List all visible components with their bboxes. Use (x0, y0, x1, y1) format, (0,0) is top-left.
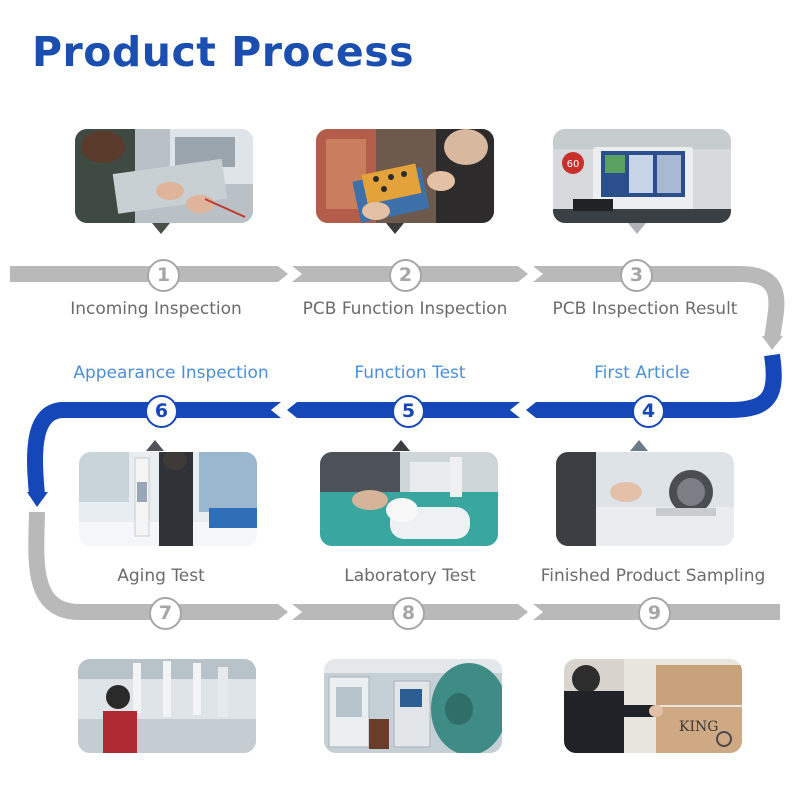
photo-function-test (320, 452, 498, 546)
step-5-number: 5 (392, 395, 425, 428)
photo-appearance-inspection (79, 452, 257, 546)
step-4-number: 4 (632, 395, 665, 428)
photo-finished-product-sampling: KING (564, 659, 742, 753)
page-title: Product Process (32, 28, 415, 76)
step-7-label: Aging Test (117, 566, 205, 586)
right-curve-blue (729, 353, 782, 418)
row3-track (78, 604, 780, 620)
step-9-number: 9 (638, 597, 671, 630)
step-6-label: Appearance Inspection (73, 363, 269, 383)
step-6-number: 6 (145, 395, 178, 428)
step-1-number: 1 (147, 259, 180, 292)
step-5-label: Function Test (354, 363, 466, 383)
step-2-number: 2 (389, 259, 422, 292)
photo-pcb-function-inspection (316, 129, 494, 223)
step-3-number: 3 (620, 259, 653, 292)
step-1-label: Incoming Inspection (70, 299, 242, 319)
photo-pcb-inspection-result: 60 (553, 129, 731, 223)
step-8-number: 8 (392, 597, 425, 630)
photo-laboratory-test (324, 659, 502, 753)
photo-first-article (556, 452, 734, 546)
photo-aging-test (78, 659, 256, 753)
left-curve-blue (27, 402, 64, 496)
photo-incoming-inspection (75, 129, 253, 223)
box-label: KING (679, 719, 718, 735)
step-2-label: PCB Function Inspection (302, 299, 508, 319)
monitor-badge: 60 (567, 159, 580, 170)
step-4-label: First Article (594, 363, 690, 383)
step-8-label: Laboratory Test (344, 566, 476, 586)
left-curve-gray (28, 511, 81, 620)
step-3-label: PCB Inspection Result (552, 299, 738, 319)
step-9-label: Finished Product Sampling (540, 566, 766, 586)
step-7-number: 7 (149, 597, 182, 630)
right-curve-gray (739, 266, 785, 341)
